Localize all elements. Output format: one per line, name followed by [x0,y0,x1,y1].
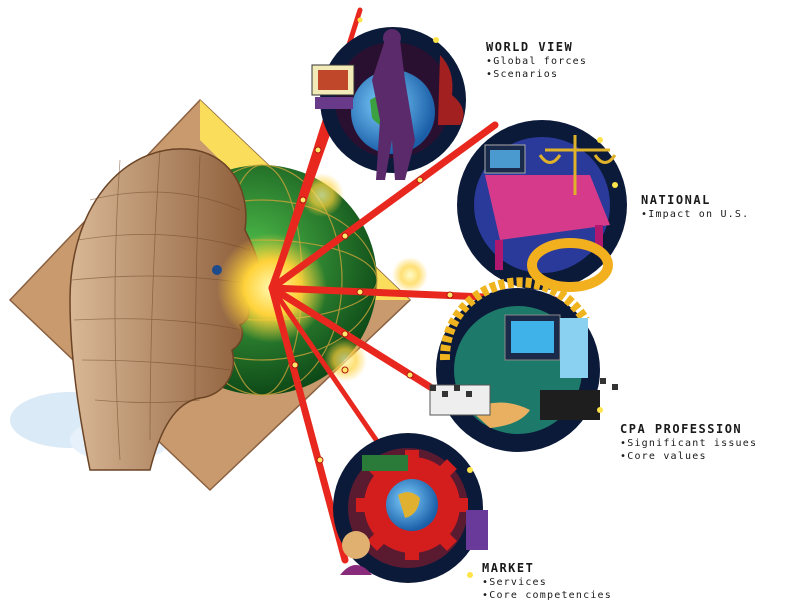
world-view-title: WORLD VIEW [486,40,574,54]
world-view-item-2: Scenarios [486,68,587,81]
cpa-profession-item-1: Significant issues [620,437,757,450]
person-icon [342,531,370,559]
building-icon [466,510,488,550]
world-view-label: WORLD VIEW Global forces Scenarios [486,40,587,81]
national-node [457,120,627,292]
market-title: MARKET [482,561,535,575]
world-view-item-1: Global forces [486,55,587,68]
market-label: MARKET Services Core competencies [482,561,612,602]
cpa-profession-title: CPA PROFESSION [620,422,743,436]
person-silhouette-icon [372,40,415,180]
market-node [333,433,488,583]
cpa-profession-item-2: Core values [620,450,757,463]
market-item-2: Core competencies [482,589,612,602]
market-item-1: Services [482,576,612,589]
cpa-profession-label: CPA PROFESSION Significant issues Core v… [620,422,757,463]
world-view-node [311,17,466,180]
national-item-1: Impact on U.S. [641,208,749,221]
national-title: NATIONAL [641,193,711,207]
cpa-profession-node [429,277,618,452]
money-icon [362,455,408,471]
national-label: NATIONAL Impact on U.S. [641,193,749,221]
scales-icon [538,135,617,195]
